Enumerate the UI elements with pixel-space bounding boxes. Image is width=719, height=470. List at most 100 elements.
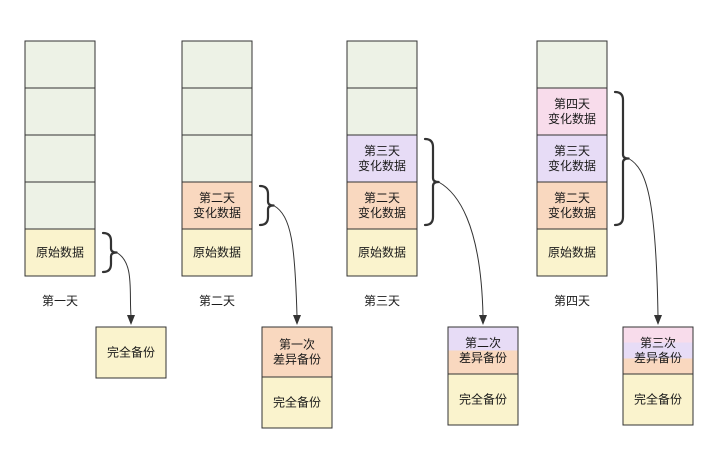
day-label: 第三天 [364, 294, 400, 308]
empty-block [346, 87, 418, 136]
data-stack: 原始数据 [24, 40, 96, 277]
block-text-line: 第二次 [465, 336, 501, 350]
block-rect [181, 228, 253, 277]
empty-block [346, 40, 418, 89]
block-text-line: 第二天 [554, 191, 590, 205]
block-rect [447, 326, 519, 375]
block-rect [95, 326, 167, 379]
backup-arrow-line [273, 205, 298, 317]
backup-arrow-line [438, 181, 484, 317]
block-rect [622, 326, 694, 375]
block-rect [24, 87, 96, 136]
block-rect [24, 228, 96, 277]
block-rect [536, 87, 608, 136]
full-backup-block: 完全备份 [447, 373, 519, 426]
day-label: 第四天 [554, 294, 590, 308]
block-rect [346, 87, 418, 136]
block-text-line: 第三次 [640, 336, 676, 350]
block-rect [346, 40, 418, 89]
day-label: 第二天 [199, 294, 235, 308]
brace-icon [613, 90, 630, 227]
data-block: 原始数据 [536, 228, 608, 277]
block-rect [346, 181, 418, 230]
block-text-line: 变化数据 [548, 205, 596, 220]
block-text-line: 第二天 [364, 191, 400, 205]
empty-block [24, 181, 96, 230]
data-block: 原始数据 [346, 228, 418, 277]
block-rect [261, 376, 333, 429]
block-rect [536, 40, 608, 89]
block-text-line: 第一次 [279, 338, 315, 352]
full-backup-block: 完全备份 [622, 373, 694, 426]
block-text-line: 变化数据 [548, 158, 596, 173]
block-text-line: 第四天 [554, 97, 590, 111]
block-rect [181, 87, 253, 136]
block-text-line: 第三天 [554, 144, 590, 158]
data-block: 原始数据 [181, 228, 253, 277]
block-text-line: 变化数据 [358, 158, 406, 173]
arrow-head-icon [293, 315, 301, 325]
block-text-line: 第二天 [199, 191, 235, 205]
empty-block [181, 40, 253, 89]
arrow-head-icon [127, 315, 135, 325]
block-rect [181, 40, 253, 89]
block-text-line: 完全备份 [459, 392, 507, 407]
brace-icon [423, 137, 440, 227]
block-text-line: 变化数据 [358, 205, 406, 220]
empty-block [181, 134, 253, 183]
day-label: 第一天 [42, 294, 78, 308]
block-rect [346, 228, 418, 277]
block-rect [447, 373, 519, 426]
block-rect [24, 40, 96, 89]
block-rect [181, 134, 253, 183]
block-rect [622, 373, 694, 426]
full-backup-block: 完全备份 [95, 326, 167, 379]
block-text-line: 原始数据 [36, 245, 84, 260]
arrow-head-icon [479, 315, 487, 325]
brace-icon [258, 184, 275, 227]
empty-block [24, 134, 96, 183]
block-rect [536, 181, 608, 230]
block-text-line: 原始数据 [193, 245, 241, 260]
backup-arrow-line [628, 158, 659, 317]
block-text-line: 变化数据 [193, 205, 241, 220]
arrow-head-icon [654, 315, 662, 325]
block-rect [536, 228, 608, 277]
data-block: 原始数据 [24, 228, 96, 277]
backup-arrow-line [116, 252, 132, 317]
block-rect [24, 134, 96, 183]
block-text-line: 变化数据 [548, 111, 596, 126]
backup-stack: 完全备份 [95, 326, 167, 379]
empty-block [536, 40, 608, 89]
full-backup-block: 完全备份 [261, 376, 333, 429]
block-rect [181, 181, 253, 230]
block-text-line: 差异备份 [634, 351, 682, 365]
brace-icon [101, 231, 118, 274]
block-text-line: 原始数据 [548, 245, 596, 260]
block-text-line: 原始数据 [358, 245, 406, 260]
block-text-line: 完全备份 [273, 395, 321, 410]
block-text-line: 差异备份 [273, 353, 321, 367]
empty-block [181, 87, 253, 136]
block-text-line: 完全备份 [107, 345, 155, 360]
block-text-line: 完全备份 [634, 392, 682, 407]
